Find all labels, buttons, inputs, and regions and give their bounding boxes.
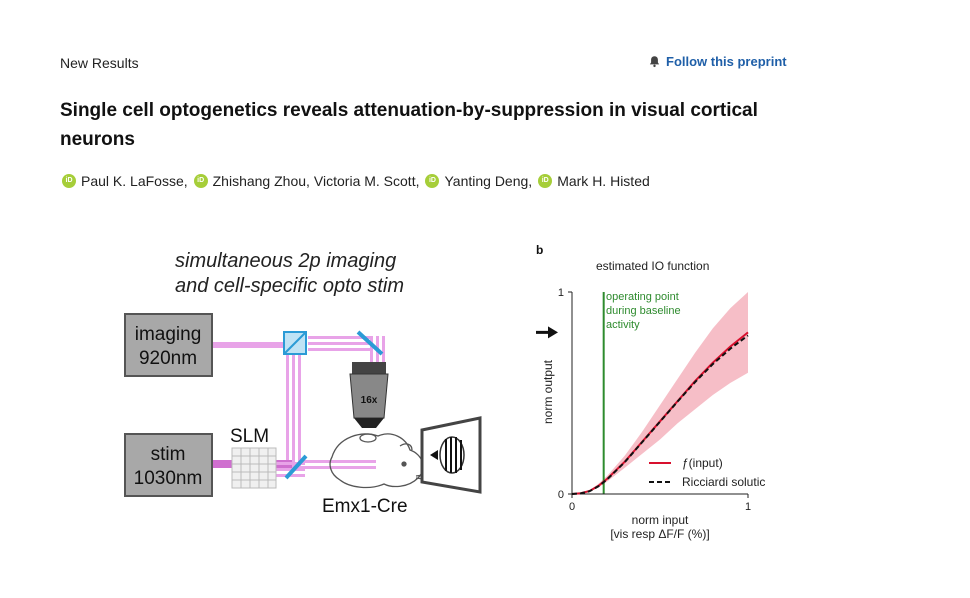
- setup-title-line2: and cell-specific opto stim: [175, 275, 404, 297]
- figure-1: simultaneous 2p imaging and cell-specifi…: [100, 232, 800, 552]
- imaging-laser-box: [124, 313, 213, 377]
- operating-point-label-line1: operating point: [606, 291, 679, 303]
- stim-laser-box: [124, 433, 213, 497]
- figure-svg: simultaneous 2p imaging and cell-specifi…: [124, 243, 765, 541]
- orcid-icon[interactable]: iD: [538, 174, 553, 188]
- mirror-top: [356, 330, 384, 356]
- io-function-chart: 0 1 0 1: [536, 287, 751, 513]
- imaging-label: imaging: [135, 324, 202, 345]
- orcid-icon[interactable]: iD: [193, 174, 208, 188]
- setup-title-line1: simultaneous 2p imaging: [175, 250, 396, 272]
- stim-wavelength: 1030nm: [134, 468, 203, 489]
- article-title: Single cell optogenetics reveals attenua…: [60, 100, 758, 150]
- chart-legend: ƒ(input) Ricciardi solutic: [649, 456, 765, 489]
- y-tick-label: 0: [558, 489, 564, 501]
- orcid-icon[interactable]: iD: [425, 174, 440, 188]
- x-tick-label: 1: [745, 501, 751, 513]
- objective-lens: [349, 362, 389, 428]
- series-line-ricciardi: [571, 334, 749, 495]
- follow-preprint-button[interactable]: Follow this preprint: [648, 54, 787, 69]
- author-name: Yanting Deng,: [444, 173, 533, 189]
- author-list: iD Paul K. LaFosse, iD Zhishang Zhou,Victor…: [60, 173, 654, 189]
- chart-title: estimated IO function: [596, 259, 709, 273]
- follow-preprint-label: Follow this preprint: [666, 54, 787, 69]
- slm-label: SLM: [230, 426, 269, 447]
- stim-label: stim: [151, 444, 186, 465]
- author-name: Zhishang Zhou,: [212, 173, 310, 189]
- operating-point-label-line3: activity: [606, 319, 640, 331]
- panel-letter: b: [536, 243, 543, 257]
- slm-grid: [231, 447, 277, 489]
- x-axis-label-line2: [vis resp ΔF/F (%)]: [610, 527, 709, 541]
- bell-icon: [649, 56, 660, 68]
- operating-point-label-line2: during baseline: [606, 305, 681, 317]
- legend-f-input: ƒ(input): [682, 456, 723, 470]
- y-axis-label: norm output: [541, 359, 555, 424]
- x-tick-label: 0: [569, 501, 575, 513]
- mirror-bottom: [284, 454, 308, 480]
- author-name: Mark H. Histed: [557, 173, 650, 189]
- imaging-wavelength: 920nm: [139, 348, 197, 369]
- author-name: Paul K. LaFosse,: [81, 173, 188, 189]
- legend-ricciardi: Ricciardi solutic: [682, 475, 765, 489]
- y-tick-label: 1: [558, 287, 564, 299]
- orcid-icon[interactable]: iD: [62, 174, 76, 188]
- x-axis-label-line1: norm input: [632, 513, 689, 527]
- mouse-line-label: Emx1-Cre: [322, 496, 408, 517]
- article-type-label: New Results: [60, 55, 139, 71]
- visual-stimulus-screen: [420, 416, 482, 494]
- arrow-marker: [536, 326, 558, 339]
- objective-magnification: 16x: [361, 395, 378, 406]
- confidence-band: [572, 292, 748, 494]
- author-name: Victoria M. Scott,: [313, 173, 420, 189]
